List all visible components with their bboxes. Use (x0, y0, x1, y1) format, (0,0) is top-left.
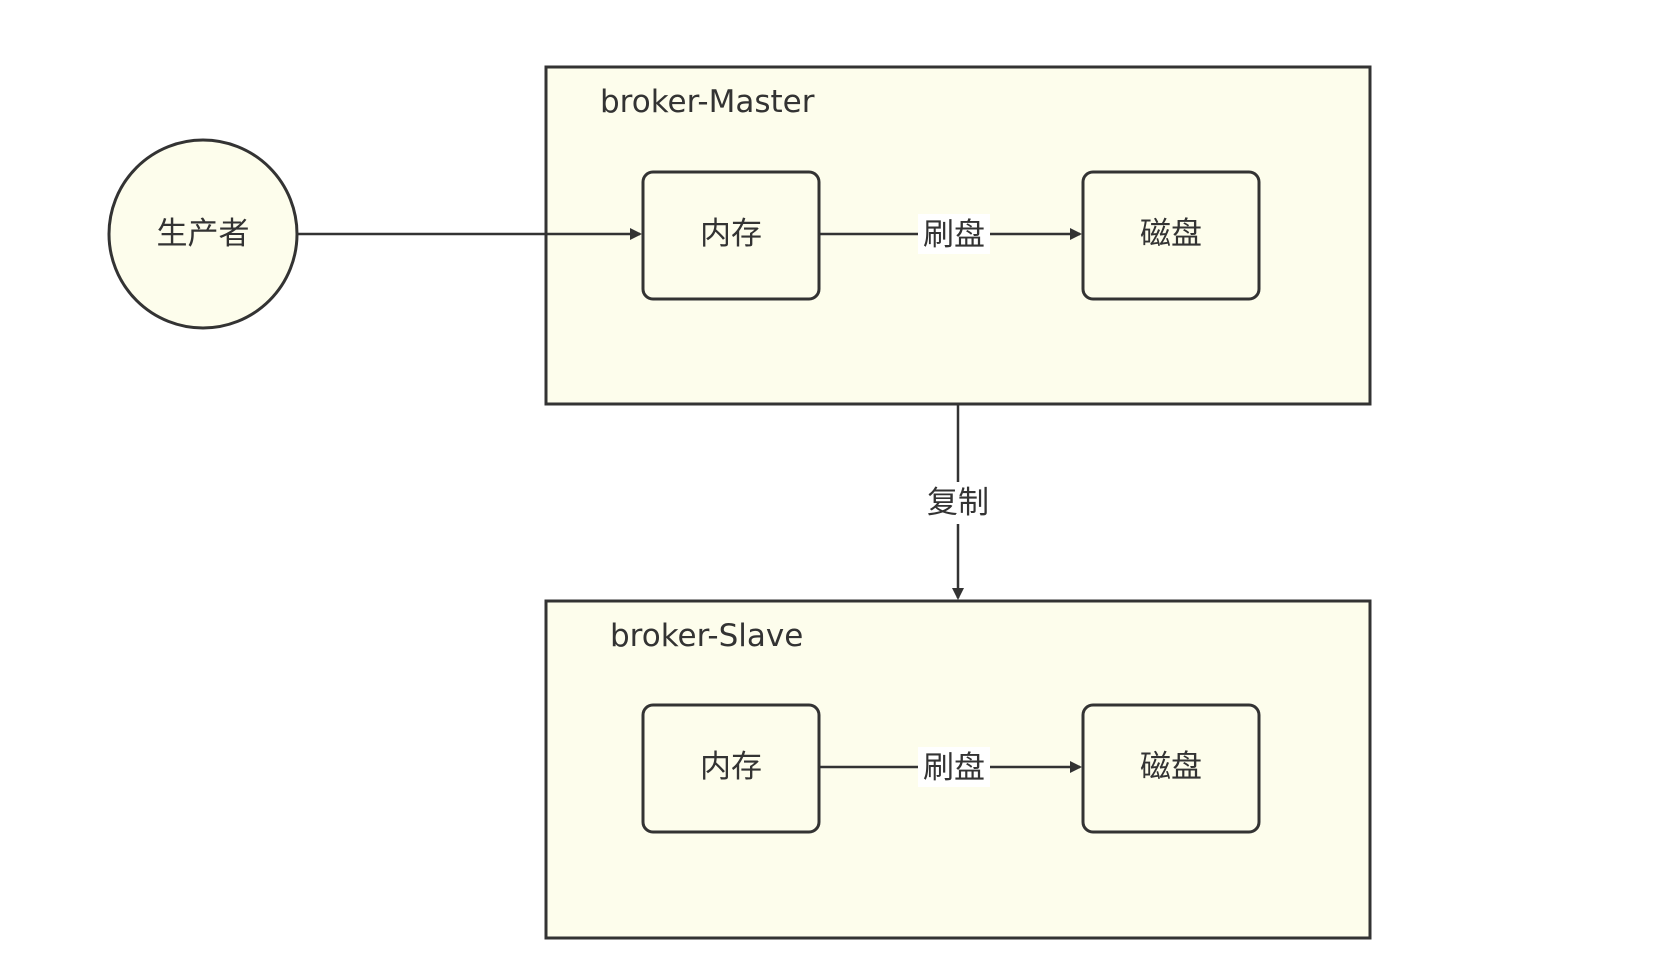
master-disk-node[interactable]: 磁盘 (1081, 170, 1261, 301)
slave-disk-node[interactable]: 磁盘 (1081, 703, 1261, 834)
producer-node[interactable]: 生产者 (107, 138, 299, 330)
producer-label: 生产者 (157, 216, 250, 252)
replicate-label-bg (920, 482, 996, 524)
master-disk-label: 磁盘 (1140, 216, 1202, 252)
master-flush-label: 刷盘 (923, 217, 985, 253)
slave-memory-node[interactable]: 内存 (641, 703, 821, 834)
master-memory-label: 内存 (700, 216, 762, 252)
slave-flush-label: 刷盘 (923, 750, 985, 786)
slave-flush-label-bg (918, 747, 990, 787)
master-memory-node[interactable]: 内存 (641, 170, 821, 301)
broker-slave-title: broker-Slave (610, 618, 803, 654)
replicate-label: 复制 (927, 485, 989, 521)
slave-disk-label: 磁盘 (1140, 749, 1202, 785)
slave-memory-label: 内存 (700, 749, 762, 785)
master-flush-label-bg (918, 214, 990, 254)
broker-master-title: broker-Master (600, 84, 815, 120)
